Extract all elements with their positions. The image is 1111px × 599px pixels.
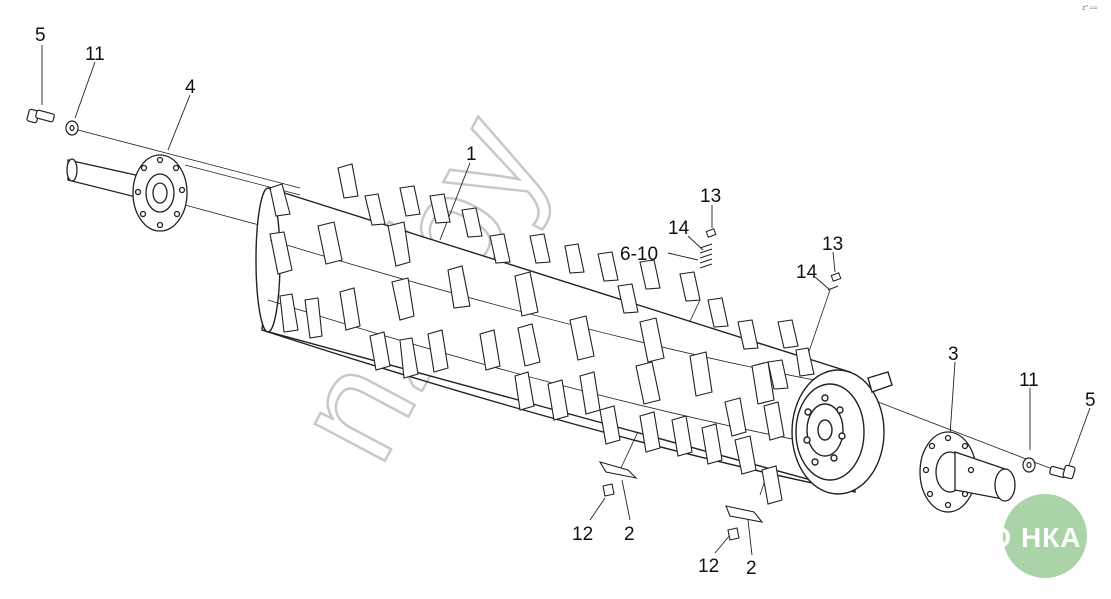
logo-text: АГРО НКА (932, 522, 1082, 553)
bolt-right (1049, 464, 1076, 480)
drum-tines (269, 163, 815, 505)
callout-bolt-top-a: 13 (700, 186, 721, 207)
callout-washer-right: 11 (1019, 370, 1039, 391)
tooth-hardware-bottom (598, 461, 764, 541)
callout-tooth-b: 2 (746, 558, 757, 579)
callout-pin-top-b: 14 (796, 262, 818, 283)
agronka-logo: АГРО НКА (932, 494, 1087, 578)
callout-range-label: 6-10 (620, 244, 658, 265)
callout-pin-top-a: 14 (668, 218, 690, 239)
logo-circle (1003, 494, 1087, 578)
drum-end-plate (791, 369, 893, 495)
washer-left (65, 120, 79, 136)
bolt-left (26, 108, 55, 124)
callout-shaft-bolt-left: 5 (35, 25, 46, 46)
washer-right (1022, 457, 1036, 473)
callouts: 5 11 4 1 13 14 6-10 13 14 3 11 5 12 2 12… (35, 25, 1096, 579)
callout-washer-left: 11 (85, 44, 105, 65)
callout-bolt-top-b: 13 (822, 234, 843, 255)
small-hardware-top (699, 228, 842, 291)
flange-shaft-right (919, 431, 1016, 513)
callout-tooth-bolt-a: 12 (572, 524, 593, 545)
callout-shaft-bolt-right: 5 (1085, 390, 1096, 411)
callout-tooth-bolt-b: 12 (698, 556, 719, 577)
corner-mark: z" ≈≈ (1082, 5, 1098, 12)
callout-flange-left: 4 (185, 77, 196, 98)
flange-shaft-left (66, 154, 188, 232)
callout-drum: 1 (466, 144, 477, 165)
leader-lines (41, 45, 1091, 556)
callout-flange-right: 3 (948, 344, 959, 365)
callout-tooth-a: 2 (624, 524, 635, 545)
